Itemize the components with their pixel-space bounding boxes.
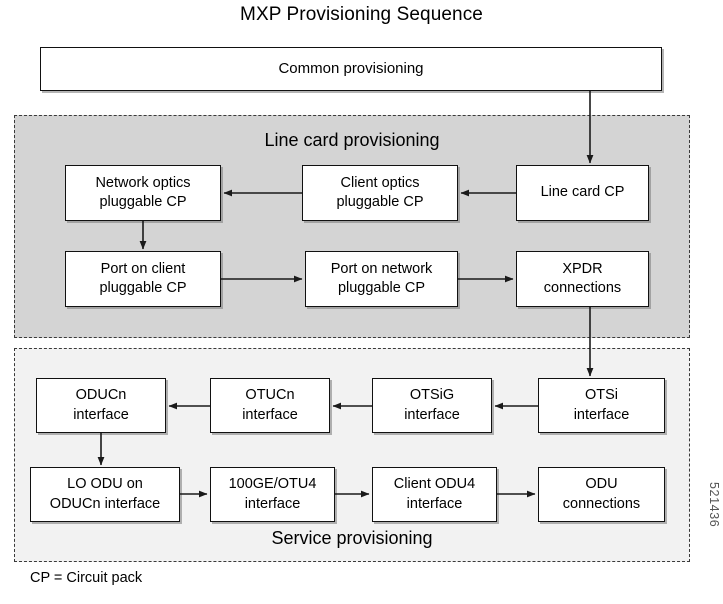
panel-title-service: Service provisioning: [271, 528, 433, 548]
node-common-provisioning[interactable]: Common provisioning: [40, 47, 662, 91]
document-id: 521436: [707, 482, 721, 528]
node-line-card-cp[interactable]: Line card CP: [516, 165, 649, 221]
page-title: MXP Provisioning Sequence: [240, 4, 483, 25]
legend-cp-definition: CP = Circuit pack: [30, 570, 143, 586]
panel-title-line-card: Line card provisioning: [264, 130, 440, 150]
